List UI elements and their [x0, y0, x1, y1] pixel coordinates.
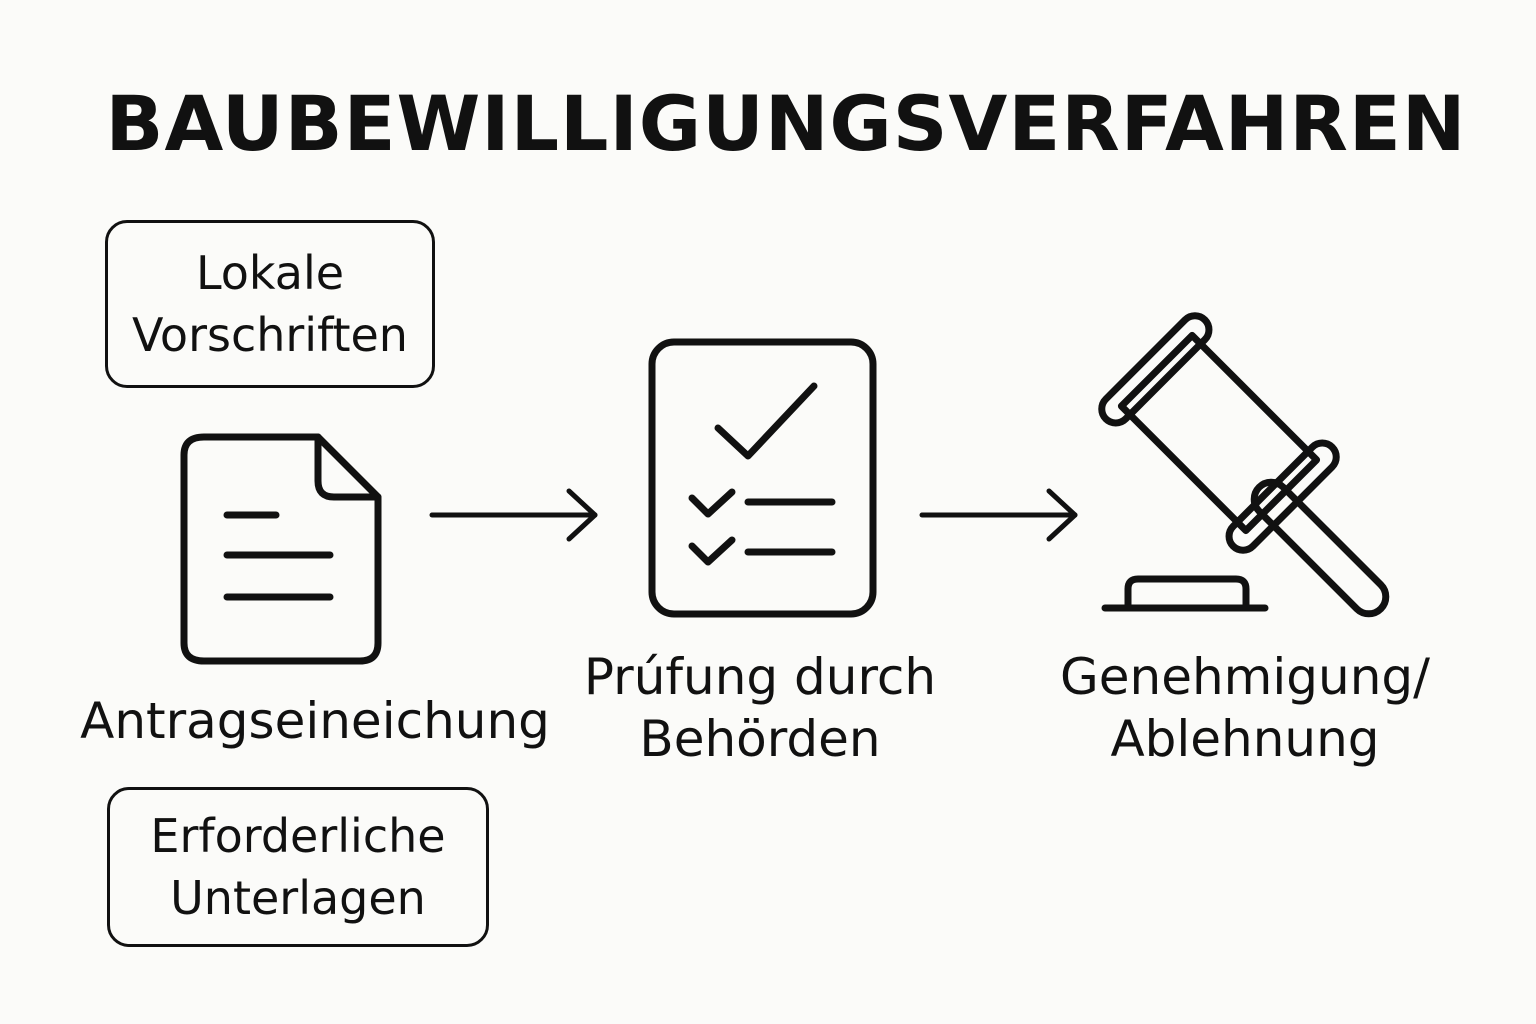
step-2-label: Prúfung durch Behörden	[560, 646, 960, 770]
step-1-label-line-1: Antragseineichung	[80, 692, 550, 750]
document-icon	[180, 433, 382, 665]
arrow-right-icon	[919, 488, 1078, 542]
local-rules-line-1: Lokale	[195, 246, 345, 300]
local-rules-line-2: Vorschriften	[132, 308, 408, 362]
arrow-right-icon	[429, 488, 598, 542]
gavel-icon	[1098, 312, 1390, 618]
required-documents-line-1: Erforderliche	[150, 809, 446, 863]
step-3-label: Genehmigung/ Ablehnung	[1035, 646, 1455, 770]
diagram-title: BAUBEWILLIGUNGSVERFAHREN	[105, 79, 1467, 168]
checklist-icon	[648, 338, 877, 618]
step-3-label-line-2: Ablehnung	[1110, 710, 1380, 768]
step-1-label: Antragseineichung	[60, 690, 570, 752]
required-documents-line-2: Unterlagen	[170, 871, 426, 925]
step-2-label-line-2: Behörden	[639, 710, 881, 768]
step-3-label-line-1: Genehmigung/	[1060, 648, 1430, 706]
step-2-label-line-1: Prúfung durch	[583, 648, 937, 706]
local-rules-box: Lokale Vorschriften	[105, 220, 435, 388]
required-documents-box: Erforderliche Unterlagen	[107, 787, 489, 947]
